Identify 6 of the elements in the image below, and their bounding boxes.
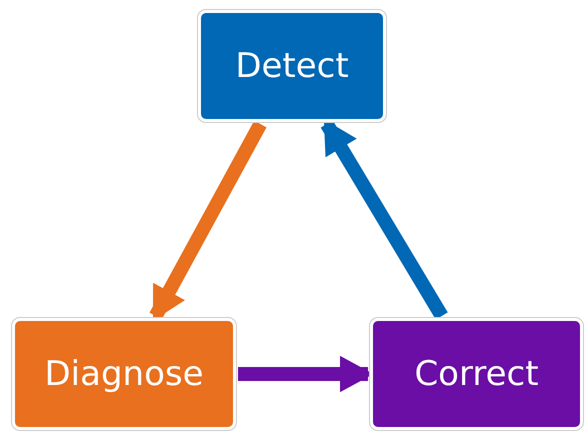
process-box xyxy=(12,318,236,430)
box-label: Correct xyxy=(414,357,539,391)
process-box xyxy=(198,10,386,122)
box-label: Detect xyxy=(235,49,349,83)
process-box xyxy=(370,318,583,430)
box-label: Diagnose xyxy=(44,357,204,391)
